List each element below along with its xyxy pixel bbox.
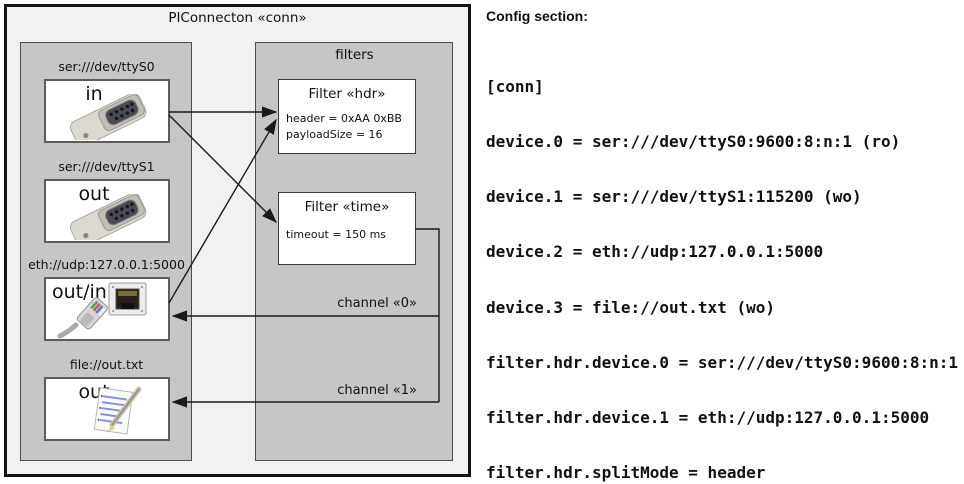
device-box-file-out: out <box>44 377 170 441</box>
device-label-eth-udp: eth://udp:127.0.0.1:5000 <box>28 257 185 272</box>
config-line: filter.hdr.device.1 = eth://udp:127.0.0.… <box>486 408 930 428</box>
notepad-icon <box>93 386 142 435</box>
filters-panel-label: filters <box>335 47 374 63</box>
config-section-heading: Config section: <box>486 8 588 24</box>
ethernet-jack-icon <box>108 282 147 316</box>
serial-connector-icon <box>69 194 147 240</box>
ethernet-cable-icon <box>57 297 108 339</box>
device-label-file-out: file://out.txt <box>69 357 144 372</box>
device-box-ser-ttys0: in <box>44 79 170 143</box>
diagram-title: PIConnecton «conn» <box>168 10 307 26</box>
device-label-ser-ttys0: ser:///dev/ttyS0 <box>58 59 155 74</box>
channel-0-label: channel «0» <box>337 296 417 311</box>
device-label-ser-ttys1: ser:///dev/ttyS1 <box>58 159 155 174</box>
config-line: device.0 = ser:///dev/ttyS0:9600:8:n:1 (… <box>486 132 901 152</box>
config-line: device.3 = file://out.txt (wo) <box>486 297 775 317</box>
device-port-label: out <box>78 183 110 205</box>
config-section-body: [conn] device.0 = ser:///dev/ttyS0:9600:… <box>486 41 964 484</box>
filter-hdr-title: Filter «hdr» <box>308 86 386 102</box>
config-line: [conn] <box>486 76 544 96</box>
config-line: filter.hdr.splitMode = header <box>486 463 766 483</box>
filter-hdr-box: Filter «hdr» header = 0xAA 0xBB payloadS… <box>278 79 416 154</box>
device-box-eth-udp: out/in <box>44 277 170 341</box>
filter-time-box: Filter «time» timeout = 150 ms <box>278 192 416 265</box>
filter-time-property: timeout = 150 ms <box>286 228 387 241</box>
config-line: device.2 = eth://udp:127.0.0.1:5000 <box>486 242 824 262</box>
config-line: device.1 = ser:///dev/ttyS1:115200 (wo) <box>486 187 862 207</box>
device-port-label: in <box>85 83 103 105</box>
filter-hdr-property: payloadSize = 16 <box>286 128 383 141</box>
serial-connector-icon <box>69 94 147 140</box>
device-box-ser-ttys1: out <box>44 179 170 243</box>
config-line: filter.hdr.device.0 = ser:///dev/ttyS0:9… <box>486 352 959 372</box>
channel-1-label: channel «1» <box>337 383 417 398</box>
device-port-label: out/in <box>52 281 107 303</box>
filter-time-title: Filter «time» <box>304 199 390 215</box>
filter-hdr-property: header = 0xAA 0xBB <box>286 112 402 125</box>
